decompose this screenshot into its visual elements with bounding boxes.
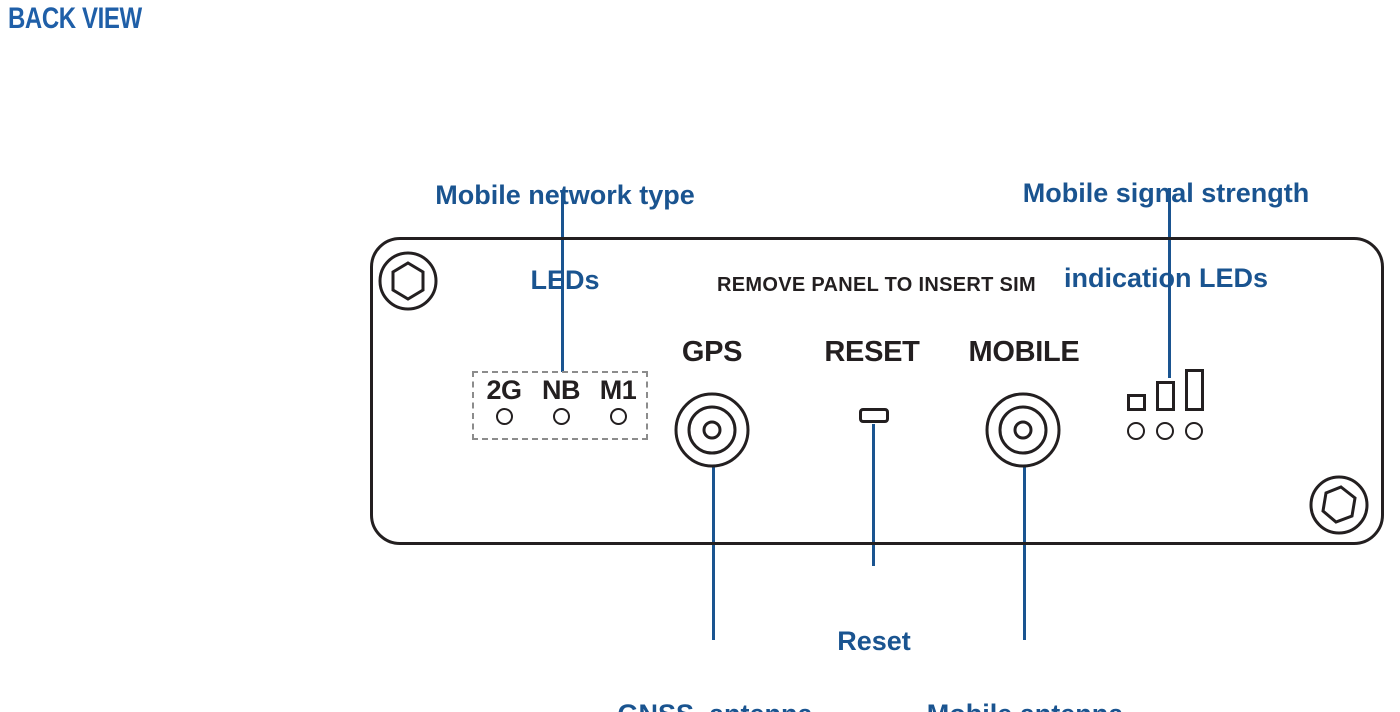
callout-signal-strength-line1: Mobile signal strength <box>1022 177 1310 208</box>
led-indicator-nb <box>552 408 570 425</box>
gnss-antenna-connector <box>674 392 750 468</box>
screw-top-left <box>377 250 439 312</box>
reset-port-label: RESET <box>824 336 920 368</box>
callout-gnss-antenna-connector: GNSS antenna connector <box>600 643 830 712</box>
led-indicator-2g <box>495 408 513 425</box>
leader-line-reset <box>872 424 875 566</box>
callout-network-type-line2: LEDs <box>530 264 600 295</box>
callout-network-type-leds: Mobile network type LEDs <box>400 124 730 351</box>
network-type-label-2g: 2G <box>486 375 522 405</box>
gps-port-label: GPS <box>681 336 743 368</box>
network-type-led-m1: M1 <box>592 375 644 425</box>
leader-line-network-type <box>561 190 564 372</box>
signal-bar-1 <box>1127 394 1146 411</box>
network-type-led-2g: 2G <box>478 375 530 425</box>
callout-network-type-line1: Mobile network type <box>435 179 695 210</box>
reset-button[interactable] <box>859 408 889 423</box>
screw-bottom-right <box>1308 474 1370 536</box>
callout-signal-strength-leds: Mobile signal strength indication LEDs <box>1010 122 1322 349</box>
network-type-led-nb: NB <box>535 375 587 425</box>
signal-bar-3 <box>1185 369 1204 411</box>
sim-instruction-text: REMOVE PANEL TO INSERT SIM <box>717 274 1036 296</box>
leader-line-gnss <box>712 466 715 640</box>
callout-mobile-line1: Mobile antenna <box>912 699 1138 712</box>
network-type-led-group: 2G NB M1 <box>472 371 648 440</box>
signal-led-2 <box>1156 422 1174 440</box>
led-indicator-m1 <box>609 408 627 425</box>
callout-mobile-antenna-connector: Mobile antenna connector <box>912 643 1138 712</box>
signal-led-1 <box>1127 422 1145 440</box>
leader-line-signal-strength <box>1168 188 1171 378</box>
leader-line-mobile <box>1023 466 1026 640</box>
network-type-label-nb: NB <box>542 375 581 405</box>
callout-reset-line1: Reset <box>837 625 911 656</box>
device-back-panel <box>370 237 1384 545</box>
callout-gnss-line1: GNSS antenna <box>600 699 830 712</box>
mobile-port-label: MOBILE <box>968 336 1080 368</box>
mobile-antenna-connector <box>985 392 1061 468</box>
signal-led-3 <box>1185 422 1203 440</box>
page-title: BACK VIEW <box>8 2 142 35</box>
signal-bar-2 <box>1156 381 1175 411</box>
network-type-label-m1: M1 <box>599 375 637 405</box>
